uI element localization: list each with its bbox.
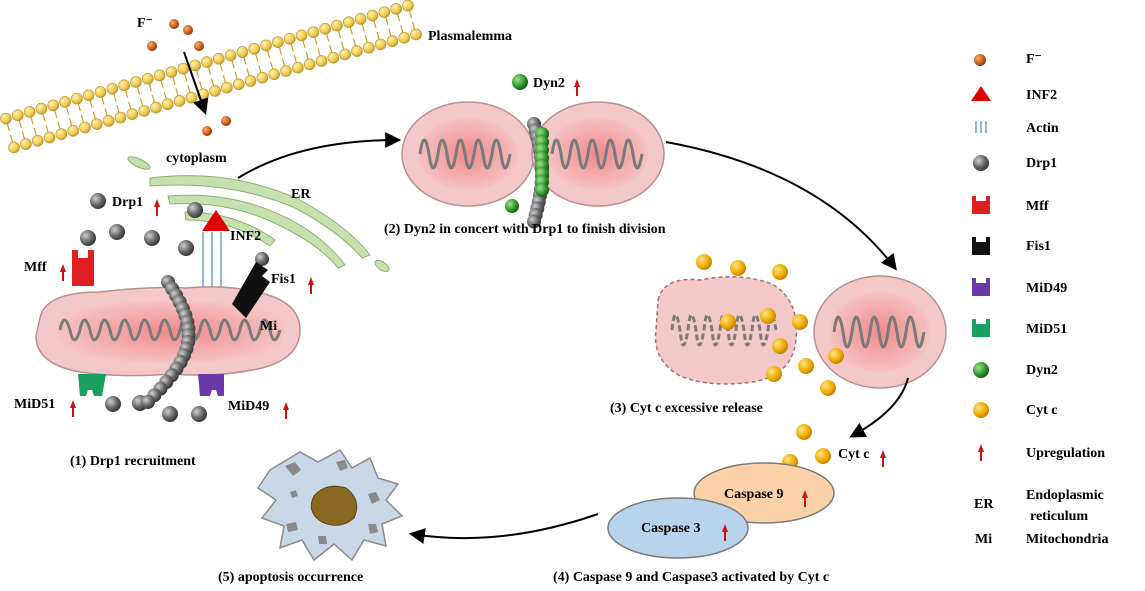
legend-label-fluoride: F⁻ bbox=[1026, 52, 1042, 67]
legend-mff-icon bbox=[972, 196, 990, 214]
caspase9-upregulation-icon bbox=[802, 490, 808, 507]
step4-caption: (4) Caspase 9 and Caspase3 activated by … bbox=[553, 570, 829, 585]
fis1-upregulation-icon bbox=[308, 277, 314, 294]
step1-caption: (1) Drp1 recruitment bbox=[70, 454, 196, 469]
mff-upregulation-icon bbox=[60, 264, 66, 281]
mid51-receptor bbox=[78, 374, 106, 396]
inf2-triangle bbox=[202, 210, 230, 231]
legend-label-mid51: MiD51 bbox=[1026, 322, 1067, 337]
mi-label: Mi bbox=[260, 319, 277, 334]
legend-upregulation-icon bbox=[978, 444, 984, 461]
legend-label-fis1: Fis1 bbox=[1026, 239, 1051, 254]
abbr-mi-line1: Mitochondria bbox=[1026, 532, 1108, 547]
legend-dyn2-icon bbox=[973, 362, 989, 378]
mitochondrion-1 bbox=[35, 286, 301, 377]
legend: F⁻ INF2 Actin Drp1 Mff Fis1 MiD49 MiD51 … bbox=[971, 52, 1108, 547]
er-label: ER bbox=[291, 187, 311, 202]
endoplasmic-reticulum bbox=[127, 156, 390, 273]
plasmalemma-label: Plasmalemma bbox=[428, 29, 512, 44]
mff-receptor bbox=[72, 250, 94, 286]
legend-label-drp1: Drp1 bbox=[1026, 156, 1057, 171]
legend-mid49-icon bbox=[972, 278, 990, 296]
drp1-label: Drp1 bbox=[112, 195, 143, 210]
step3-caption: (3) Cyt c excessive release bbox=[610, 401, 763, 416]
legend-drp1-icon bbox=[973, 155, 989, 171]
cytc-label: Cyt c bbox=[838, 447, 870, 462]
dyn2-upregulation-icon bbox=[574, 79, 580, 96]
drp1-ring bbox=[141, 275, 196, 409]
step5-caption: (5) apoptosis occurrence bbox=[218, 570, 363, 585]
step2-caption: (2) Dyn2 in concert with Drp1 to finish … bbox=[384, 222, 666, 237]
arrow-step1-to-step2 bbox=[237, 132, 402, 179]
legend-label-actin: Actin bbox=[1026, 121, 1059, 136]
dyn2-label: Dyn2 bbox=[533, 76, 565, 91]
legend-label-cytc: Cyt c bbox=[1026, 403, 1058, 418]
mid51-label: MiD51 bbox=[14, 397, 55, 412]
caspase9-label: Caspase 9 bbox=[724, 487, 784, 502]
cytc-upregulation-icon bbox=[880, 450, 886, 467]
abbr-er-line2: reticulum bbox=[1030, 509, 1088, 524]
mid51-upregulation-icon bbox=[70, 400, 76, 417]
mff-label: Mff bbox=[24, 260, 47, 275]
caspase3-upregulation-icon bbox=[722, 524, 728, 541]
legend-label-inf2: INF2 bbox=[1026, 88, 1057, 103]
apoptotic-cell bbox=[256, 449, 404, 562]
caspase3-ellipse bbox=[607, 497, 749, 559]
fis1-receptor bbox=[232, 262, 270, 318]
dividing-mitochondrion bbox=[401, 101, 665, 207]
fis1-label: Fis1 bbox=[271, 272, 296, 287]
abbr-er-line1: Endoplasmic bbox=[1026, 488, 1104, 503]
fluoride-ions bbox=[147, 19, 231, 136]
mid49-upregulation-icon bbox=[283, 402, 289, 419]
legend-mid51-icon bbox=[972, 319, 990, 337]
legend-label-mid49: MiD49 bbox=[1026, 281, 1067, 296]
legend-label-upregulation: Upregulation bbox=[1026, 446, 1105, 461]
actin-filaments bbox=[202, 232, 222, 290]
legend-label-dyn2: Dyn2 bbox=[1026, 363, 1058, 378]
legend-cytc-icon bbox=[973, 402, 989, 418]
arrow-step3-to-step4 bbox=[849, 377, 909, 438]
mid49-receptor bbox=[198, 374, 224, 396]
abbr-er: ER bbox=[974, 497, 994, 512]
drp1-upregulation-icon bbox=[154, 199, 160, 216]
legend-inf2-icon bbox=[971, 86, 991, 101]
mid49-label: MiD49 bbox=[228, 399, 269, 414]
arrow-step2-to-step3 bbox=[665, 141, 897, 271]
caspase3-label: Caspase 3 bbox=[641, 521, 701, 536]
dyn2-particle-2 bbox=[505, 199, 519, 213]
abbr-mi: Mi bbox=[975, 532, 992, 547]
legend-label-mff: Mff bbox=[1026, 199, 1049, 214]
inf2-label: INF2 bbox=[230, 229, 261, 244]
intact-mitochondrion bbox=[813, 275, 947, 389]
arrow-step4-to-step5 bbox=[408, 513, 599, 544]
cytoplasm-label: cytoplasm bbox=[166, 151, 227, 166]
drp1-dyn2-ring bbox=[527, 117, 549, 229]
damaged-mitochondrion bbox=[654, 276, 798, 385]
dyn2-particle bbox=[512, 74, 528, 90]
legend-fluoride-icon bbox=[974, 54, 986, 66]
legend-fis1-icon bbox=[972, 237, 990, 255]
drp1-particles bbox=[80, 193, 269, 422]
fluoride-label: F⁻ bbox=[137, 16, 153, 31]
fluoride-entry-arrow bbox=[183, 51, 209, 116]
plasmalemma bbox=[0, 0, 422, 154]
legend-actin-icon bbox=[975, 121, 987, 133]
